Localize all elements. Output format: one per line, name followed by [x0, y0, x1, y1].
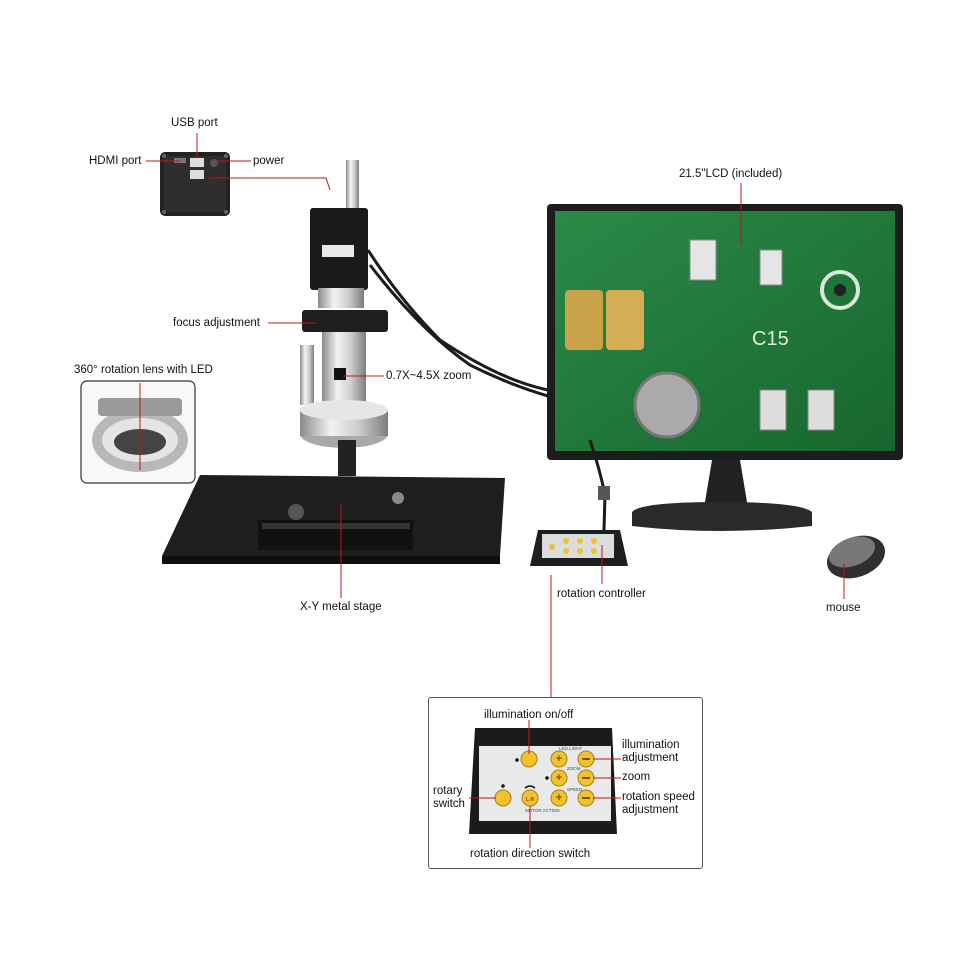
rotation-lens-inset — [80, 380, 196, 484]
usb-port-label: USB port — [171, 117, 218, 129]
mouse-device — [826, 535, 886, 579]
cable-ferrite — [598, 486, 610, 500]
illumination-plus-button — [550, 750, 568, 768]
zoom-label: zoom — [622, 771, 651, 783]
power-label: power — [253, 155, 285, 167]
speed-plus-button — [550, 789, 568, 807]
controller-detail-graphic: + + + LED LIGHT ZOOM SPEED MOTOR ACTION … — [469, 720, 621, 848]
lcd-label: 21.5"LCD (included) — [679, 168, 783, 180]
rotation-controller-label: rotation controller — [557, 588, 646, 600]
svg-text:+: + — [556, 792, 562, 804]
rotation-controller-device — [530, 530, 628, 566]
motor-action-text: MOTOR ACTION — [525, 808, 560, 813]
svg-text:+: + — [556, 753, 562, 765]
illumination-onoff-label: illumination on/off — [484, 709, 574, 721]
rotation-speed-label: rotation speed adjustment — [622, 791, 695, 816]
zoom-plus-button — [550, 769, 568, 787]
rotation-direction-label: rotation direction switch — [470, 848, 591, 860]
microscope-base — [162, 475, 505, 564]
led-light-text: LED LIGHT — [559, 746, 583, 751]
rotation-lens-label: 360° rotation lens with LED — [74, 364, 213, 376]
left-right-text: L R — [526, 797, 534, 803]
microscope-column — [300, 160, 388, 476]
focus-adjustment-label: focus adjustment — [173, 317, 260, 329]
speed-text: SPEED — [567, 787, 583, 792]
svg-text:+: + — [556, 772, 562, 784]
zoom-text: ZOOM — [567, 766, 581, 771]
illumination-adjustment-label: illumination adjustment — [622, 739, 680, 764]
camera-rear-panel — [160, 152, 230, 216]
rotary-switch-label: rotary switch — [433, 785, 465, 810]
mouse-label: mouse — [826, 602, 861, 614]
zoom-range-label: 0.7X~4.5X zoom — [386, 370, 472, 382]
svg-text:C15: C15 — [752, 328, 789, 350]
leader-lines — [139, 133, 845, 697]
lcd-monitor: C15 — [547, 204, 903, 531]
rotary-switch-button — [494, 789, 512, 807]
controller-detail-panel: + + + LED LIGHT ZOOM SPEED MOTOR ACTION … — [428, 697, 703, 869]
xy-stage-label: X-Y metal stage — [300, 601, 382, 613]
hdmi-port-label: HDMI port — [89, 155, 142, 167]
